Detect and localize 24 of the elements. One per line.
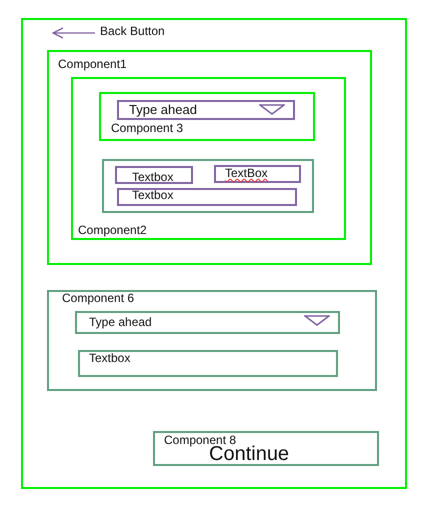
field-placeholder: Type ahead bbox=[129, 103, 197, 118]
text-field bbox=[78, 350, 338, 377]
component-panel bbox=[47, 290, 377, 391]
dropdown-field bbox=[75, 311, 340, 334]
field-placeholder: Textbox bbox=[89, 352, 130, 366]
component-panel bbox=[99, 92, 315, 141]
text-field bbox=[117, 188, 297, 206]
text-field bbox=[115, 166, 193, 184]
component-label: Component1 bbox=[58, 58, 127, 72]
field-placeholder: TextBox bbox=[225, 167, 268, 181]
component-panel bbox=[47, 50, 372, 265]
field-placeholder: Textbox bbox=[132, 171, 174, 185]
dropdown-field bbox=[117, 100, 295, 120]
component-label: Component2 bbox=[78, 224, 147, 238]
component-label: Component 3 bbox=[111, 122, 184, 136]
field-placeholder: Type ahead bbox=[89, 316, 152, 330]
component-label: Component 6 bbox=[62, 292, 134, 306]
continue-button bbox=[153, 431, 379, 466]
back-button-label: Back Button bbox=[100, 25, 165, 39]
field-placeholder: Textbox bbox=[132, 189, 174, 203]
field-group-panel bbox=[102, 159, 314, 213]
component-panel bbox=[71, 77, 346, 240]
screen-frame bbox=[21, 18, 407, 489]
text-field bbox=[214, 165, 301, 183]
